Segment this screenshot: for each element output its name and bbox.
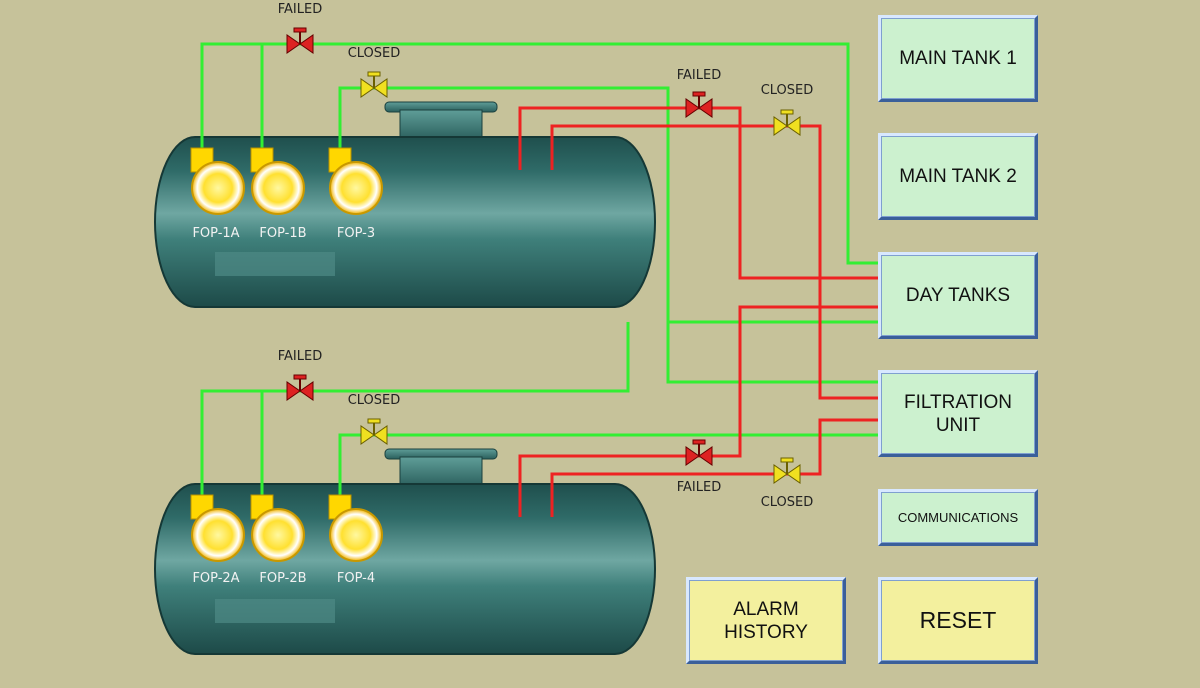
valve-2-status: CLOSED — [348, 46, 401, 61]
pump-label: FOP-3 — [337, 226, 375, 241]
pump-fop-2a[interactable] — [190, 494, 245, 562]
pump-icon — [251, 161, 305, 215]
main-tank-2-button[interactable]: MAIN TANK 2 — [878, 133, 1038, 220]
red-pipe-tank1-return-b — [550, 124, 878, 400]
valve-5[interactable] — [286, 374, 314, 401]
valve-failed-icon — [286, 34, 301, 54]
pump-label: FOP-2A — [192, 571, 239, 586]
pump-icon — [251, 508, 305, 562]
pump-icon — [191, 508, 245, 562]
valve-3[interactable] — [685, 91, 713, 118]
valve-6-status: CLOSED — [348, 393, 401, 408]
valve-2[interactable] — [360, 71, 388, 98]
pump-fop-4[interactable] — [328, 494, 383, 562]
valve-6[interactable] — [360, 418, 388, 445]
valve-8[interactable] — [773, 457, 801, 484]
valve-1[interactable] — [286, 27, 314, 54]
day-tanks-button[interactable]: DAY TANKS — [878, 252, 1038, 339]
pump-label: FOP-2B — [259, 571, 306, 586]
valve-closed-icon — [360, 78, 375, 98]
tank-2-manway — [399, 456, 483, 488]
pump-fop-1b[interactable] — [250, 147, 305, 215]
pump-fop-2b[interactable] — [250, 494, 305, 562]
pump-label: FOP-4 — [337, 571, 375, 586]
main-tank-2-label: MAIN TANK 2 — [899, 166, 1017, 187]
tank-1-manway — [399, 109, 483, 141]
main-tank-1-button[interactable]: MAIN TANK 1 — [878, 15, 1038, 102]
valve-1-status: FAILED — [278, 2, 322, 17]
pump-icon — [191, 161, 245, 215]
alarm-history-button[interactable]: ALARM HISTORY — [686, 577, 846, 664]
pump-label: FOP-1A — [192, 226, 239, 241]
alarm-history-label: ALARM HISTORY — [724, 598, 808, 643]
pump-fop-1a[interactable] — [190, 147, 245, 215]
red-pipes — [518, 106, 878, 517]
valve-8-status: CLOSED — [761, 495, 814, 510]
main-tank-1-label: MAIN TANK 1 — [899, 48, 1017, 69]
green-pipe-tank1-closed — [338, 86, 878, 384]
valve-failed-icon — [286, 381, 301, 401]
filtration-unit-label: FILTRATION UNIT — [903, 391, 1013, 436]
red-pipe-tank2-return-b — [550, 418, 878, 517]
communications-label: COMMUNICATIONS — [897, 510, 1019, 525]
day-tanks-label: DAY TANKS — [905, 285, 1011, 306]
green-pipe-tank2-main — [200, 322, 630, 495]
green-pipe-tank1-main — [200, 42, 878, 265]
pump-icon — [329, 508, 383, 562]
reset-label: RESET — [919, 607, 997, 633]
green-pipe-tank2-closed — [338, 433, 878, 495]
pump-fop-3[interactable] — [328, 147, 383, 215]
tank-2-sight-glass — [215, 599, 335, 623]
valve-closed-icon — [773, 116, 788, 136]
reset-button[interactable]: RESET — [878, 577, 1038, 664]
valve-3-status: FAILED — [677, 68, 721, 83]
valve-5-status: FAILED — [278, 349, 322, 364]
tank-1-sight-glass — [215, 252, 335, 276]
green-pipes — [200, 42, 878, 495]
tank-2-shell — [154, 483, 656, 655]
valve-failed-icon — [685, 446, 700, 466]
valve-closed-icon — [360, 425, 375, 445]
valve-4[interactable] — [773, 109, 801, 136]
pump-icon — [329, 161, 383, 215]
valve-4-status: CLOSED — [761, 83, 814, 98]
communications-button[interactable]: COMMUNICATIONS — [878, 489, 1038, 546]
red-pipe-tank2-return-a — [518, 305, 878, 517]
valve-7[interactable] — [685, 439, 713, 466]
red-pipe-tank1-return-a — [518, 106, 878, 280]
pump-label: FOP-1B — [259, 226, 306, 241]
valve-failed-icon — [685, 98, 700, 118]
tank-1-shell — [154, 136, 656, 308]
valve-7-status: FAILED — [677, 480, 721, 495]
valve-closed-icon — [773, 464, 788, 484]
filtration-unit-button[interactable]: FILTRATION UNIT — [878, 370, 1038, 457]
